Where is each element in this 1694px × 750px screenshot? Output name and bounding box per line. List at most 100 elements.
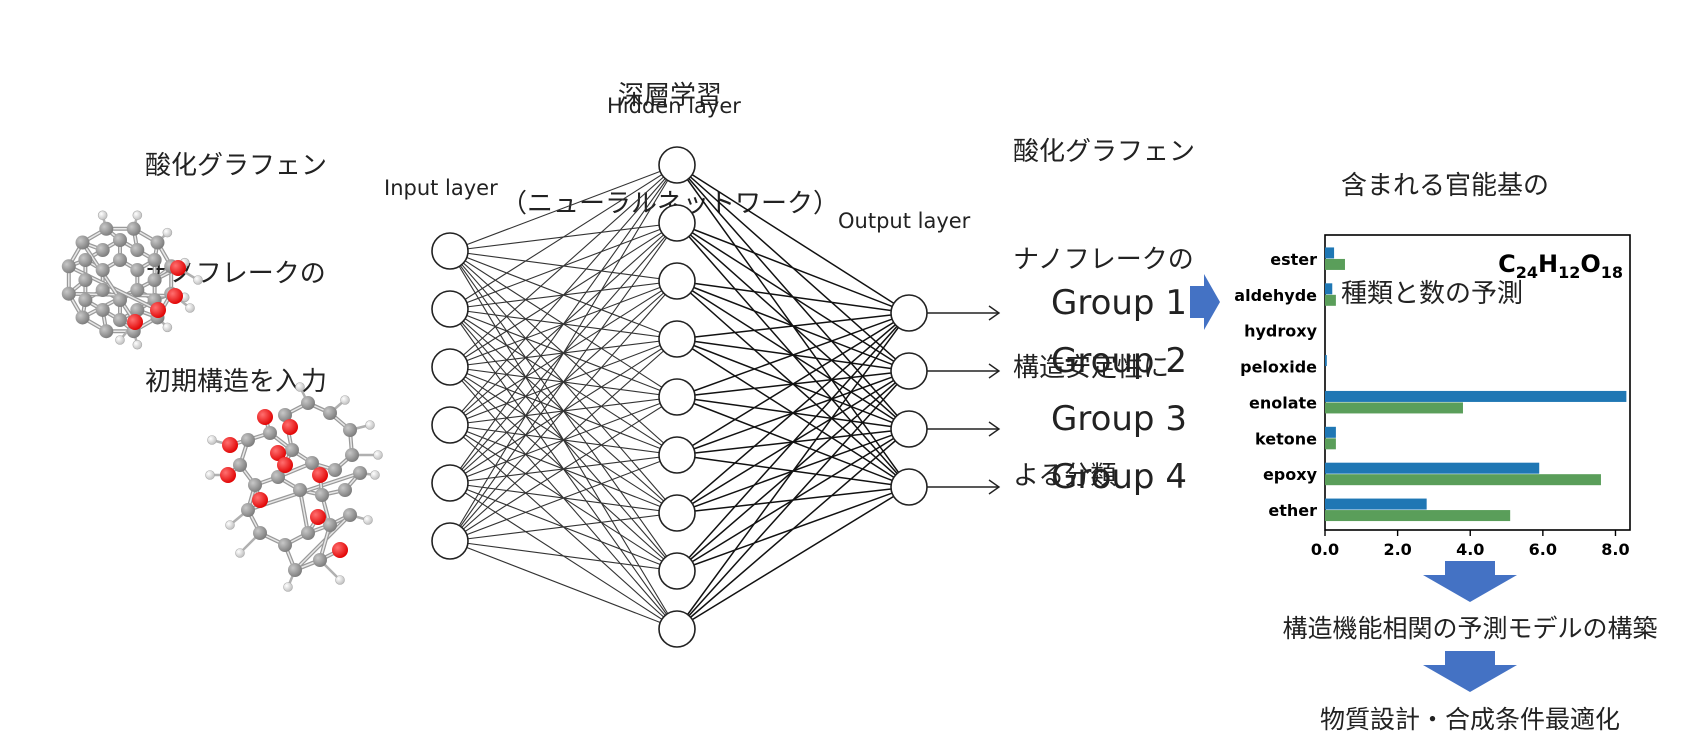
carbon-atom bbox=[99, 324, 114, 339]
bar-enolate-series-1 bbox=[1325, 390, 1627, 402]
hydrogen-atom bbox=[162, 322, 173, 333]
bar-ester-series-1 bbox=[1325, 247, 1335, 259]
bar-ester-series-2 bbox=[1325, 258, 1345, 270]
input-hidden-connection bbox=[449, 164, 678, 252]
hidden-output-connection bbox=[676, 312, 910, 340]
input-description-line3: 初期構造を入力 bbox=[145, 367, 328, 397]
oxygen-atom bbox=[127, 314, 143, 330]
category-label-enolate: enolate bbox=[1249, 393, 1317, 412]
classification-description-line3: 構造安定性に bbox=[1013, 353, 1170, 383]
input-node bbox=[431, 464, 469, 502]
input-node bbox=[431, 348, 469, 386]
hydrogen-atom bbox=[340, 395, 350, 405]
hidden-node bbox=[658, 436, 696, 474]
input-hidden-connection bbox=[449, 396, 678, 542]
hydrogen-atom bbox=[205, 470, 215, 480]
carbon-atom bbox=[61, 259, 76, 274]
x-tick-label: 6.0 bbox=[1529, 540, 1557, 559]
carbon-atom bbox=[126, 221, 141, 236]
group-label-4: Group 4 bbox=[1051, 457, 1187, 497]
hidden-output-connection bbox=[676, 222, 910, 314]
bar-ether-series-2 bbox=[1325, 510, 1511, 522]
carbon-atom bbox=[113, 233, 127, 247]
network-nodes bbox=[431, 146, 928, 648]
input-hidden-connection bbox=[449, 164, 678, 542]
graphene-oxide-molecule-1 bbox=[61, 210, 203, 350]
oxygen-atom bbox=[277, 457, 293, 473]
bar-ether-series-1 bbox=[1325, 498, 1427, 510]
hydrogen-atom bbox=[132, 339, 143, 350]
output-arrow-head bbox=[988, 363, 1001, 379]
hidden-node bbox=[658, 262, 696, 300]
output-node bbox=[890, 352, 928, 390]
carbon-atom bbox=[278, 408, 292, 422]
hydrogen-atom bbox=[193, 275, 203, 285]
output-arrows bbox=[927, 305, 1001, 495]
classification-description-line2: ナノフレークの bbox=[1013, 245, 1194, 275]
carbon-atom bbox=[75, 235, 90, 250]
hydrogen-atom bbox=[363, 515, 373, 525]
input-hidden-connection bbox=[449, 164, 678, 368]
optimization-step: 物質設計・合成条件最適化 bbox=[1319, 705, 1620, 734]
hydrogen-atom bbox=[207, 435, 217, 445]
hidden-output-connection bbox=[676, 486, 910, 630]
hidden-node bbox=[658, 378, 696, 416]
oxygen-atom bbox=[220, 467, 236, 483]
input-hidden-connection bbox=[449, 164, 678, 310]
prediction-description-line2: 種類と数の予測 bbox=[1341, 279, 1524, 309]
carbon-atom bbox=[233, 458, 247, 472]
hydrogen-atom bbox=[132, 210, 143, 221]
bar-ketone-series-2 bbox=[1325, 438, 1336, 450]
output-arrow-head bbox=[988, 479, 1001, 495]
carbon-atom bbox=[253, 526, 267, 540]
output-arrow-head bbox=[988, 421, 1001, 437]
hydrogen-atom bbox=[283, 582, 293, 592]
graphene-oxide-molecule-2 bbox=[205, 382, 383, 592]
carbon-atom bbox=[113, 293, 127, 307]
hidden-node bbox=[658, 146, 696, 184]
input-description: 酸化グラフェン ナノフレークの 初期構造を入力 bbox=[145, 76, 327, 436]
classification-description-line1: 酸化グラフェン bbox=[1013, 137, 1196, 167]
hydrogen-atom bbox=[365, 420, 375, 430]
hydrogen-atom bbox=[235, 548, 245, 558]
carbon-atom bbox=[305, 456, 319, 470]
carbon-atom bbox=[315, 488, 329, 502]
category-label-epoxy: epoxy bbox=[1263, 465, 1318, 484]
x-tick-label: 2.0 bbox=[1383, 540, 1411, 559]
hydrogen-atom bbox=[370, 470, 380, 480]
input-node bbox=[431, 522, 469, 560]
hidden-output-connection bbox=[676, 312, 910, 398]
carbon-atom bbox=[147, 273, 162, 287]
category-label-ether: ether bbox=[1268, 501, 1317, 520]
group-label-2: Group 2 bbox=[1051, 341, 1187, 381]
category-label-ketone: ketone bbox=[1255, 429, 1317, 448]
network-title: 深層学習 （ニューラルネットワーク） bbox=[480, 6, 860, 258]
hidden-node bbox=[658, 320, 696, 358]
carbon-atom bbox=[285, 443, 299, 457]
carbon-atom bbox=[343, 423, 357, 437]
input-layer-label: Input layer bbox=[384, 176, 498, 200]
input-node bbox=[431, 290, 469, 328]
x-tick-label: 8.0 bbox=[1601, 540, 1629, 559]
carbon-atom bbox=[130, 263, 145, 277]
carbon-atom bbox=[113, 253, 127, 267]
network-connections bbox=[449, 164, 910, 630]
hidden-node bbox=[658, 494, 696, 532]
input-hidden-connection bbox=[449, 512, 678, 542]
input-hidden-connection bbox=[449, 540, 678, 572]
hidden-output-connection bbox=[676, 312, 910, 630]
carbon-atom bbox=[323, 518, 337, 532]
carbon-atom bbox=[241, 433, 255, 447]
oxygen-atom bbox=[167, 288, 183, 304]
hydrogen-atom bbox=[97, 210, 108, 221]
hydrogen-atom bbox=[162, 227, 173, 238]
hidden-output-connection bbox=[676, 312, 910, 514]
group-label-1: Group 1 bbox=[1051, 283, 1187, 323]
bond-highlight bbox=[294, 514, 351, 571]
hidden-output-connection bbox=[676, 370, 910, 630]
x-tick-label: 4.0 bbox=[1456, 540, 1484, 559]
oxygen-atom bbox=[257, 409, 273, 425]
input-description-line1: 酸化グラフェン bbox=[145, 151, 328, 181]
oxygen-atom bbox=[310, 509, 326, 525]
carbon-atom bbox=[61, 286, 76, 301]
